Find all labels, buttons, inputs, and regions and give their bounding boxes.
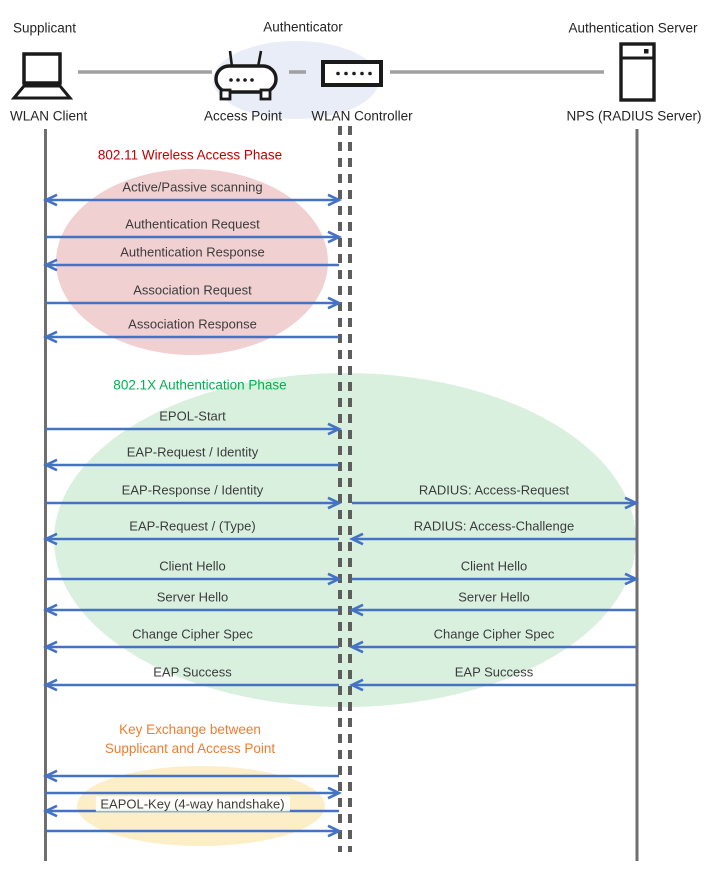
- access-point-label: Access Point: [203, 108, 283, 124]
- message-label: Authentication Response: [120, 244, 265, 260]
- message-label: Association Request: [133, 282, 252, 298]
- arrowhead-right-icon: [327, 786, 343, 800]
- message-label: Change Cipher Spec: [433, 626, 555, 642]
- arrowhead-right-icon: [327, 496, 343, 510]
- phase2-ellipse: [54, 373, 636, 707]
- message-label: Server Hello: [458, 589, 530, 605]
- arrowhead-right-icon: [624, 496, 640, 510]
- arrowhead-left-icon: [42, 258, 58, 272]
- arrowhead-left-icon: [42, 678, 58, 692]
- arrowhead-left-icon: [42, 640, 58, 654]
- arrowhead-left-icon: [42, 769, 58, 783]
- message-label: Server Hello: [156, 589, 229, 605]
- arrowhead-left-icon: [348, 678, 364, 692]
- authenticator-role-label: Authenticator: [263, 19, 343, 35]
- arrowhead-right-icon: [327, 824, 343, 838]
- arrowhead-right-icon: [327, 230, 343, 244]
- arrowhead-right-icon: [624, 572, 640, 586]
- phase3-title: Key Exchange between Supplicant and Acce…: [105, 720, 275, 758]
- authentication-server-role-label: Authentication Server: [568, 20, 698, 36]
- message-label: EAPOL-Key (4-way handshake): [95, 796, 290, 812]
- arrowhead-left-icon: [42, 804, 58, 818]
- message-label: EAP Success: [454, 664, 534, 680]
- arrowhead-left-icon: [42, 330, 58, 344]
- message-label: EAP-Request / (Type): [129, 518, 256, 534]
- message-label: Authentication Request: [125, 216, 260, 232]
- lifelines: [44, 126, 639, 861]
- phase3-title-line2: Supplicant and Access Point: [104, 741, 276, 756]
- supplicant-role-label: Supplicant: [13, 20, 77, 36]
- message-label: Client Hello: [460, 558, 528, 574]
- arrowhead-right-icon: [327, 193, 343, 207]
- message-label: EAP-Request / Identity: [126, 444, 259, 460]
- message-label: Active/Passive scanning: [122, 179, 263, 195]
- server-icon: [619, 42, 656, 102]
- message-label: EAP-Response / Identity: [121, 482, 264, 498]
- arrowhead-right-icon: [327, 572, 343, 586]
- arrowhead-left-icon: [42, 603, 58, 617]
- message-label: Client Hello: [159, 558, 226, 574]
- message-label: RADIUS: Access-Request: [418, 482, 570, 498]
- message-arrows: [42, 193, 640, 838]
- wlan-controller-icon: [321, 60, 383, 87]
- nps-radius-server-label: NPS (RADIUS Server): [566, 108, 702, 124]
- message-label: EAP Success: [153, 664, 232, 680]
- phase1-title: 802.11 Wireless Access Phase: [97, 147, 283, 163]
- arrowhead-left-icon: [348, 640, 364, 654]
- phase2-title: 802.1X Authentication Phase: [113, 377, 287, 393]
- message-label: RADIUS: Access-Challenge: [413, 518, 575, 534]
- arrowhead-left-icon: [348, 532, 364, 546]
- arrowhead-right-icon: [327, 422, 343, 436]
- message-label: Association Response: [128, 316, 257, 332]
- arrowhead-right-icon: [327, 296, 343, 310]
- wlan-client-label: WLAN Client: [10, 108, 88, 124]
- arrowhead-left-icon: [348, 603, 364, 617]
- phase3-title-line1: Key Exchange between: [119, 722, 261, 737]
- phase1-ellipse: [56, 169, 328, 355]
- arrowhead-left-icon: [42, 458, 58, 472]
- message-label: Change Cipher Spec: [132, 626, 253, 642]
- message-label: EPOL-Start: [159, 408, 226, 424]
- arrowhead-left-icon: [42, 532, 58, 546]
- wlan-controller-label: WLAN Controller: [311, 108, 413, 124]
- laptop-icon: [10, 52, 74, 100]
- access-point-icon: [214, 50, 278, 101]
- arrowhead-left-icon: [42, 193, 58, 207]
